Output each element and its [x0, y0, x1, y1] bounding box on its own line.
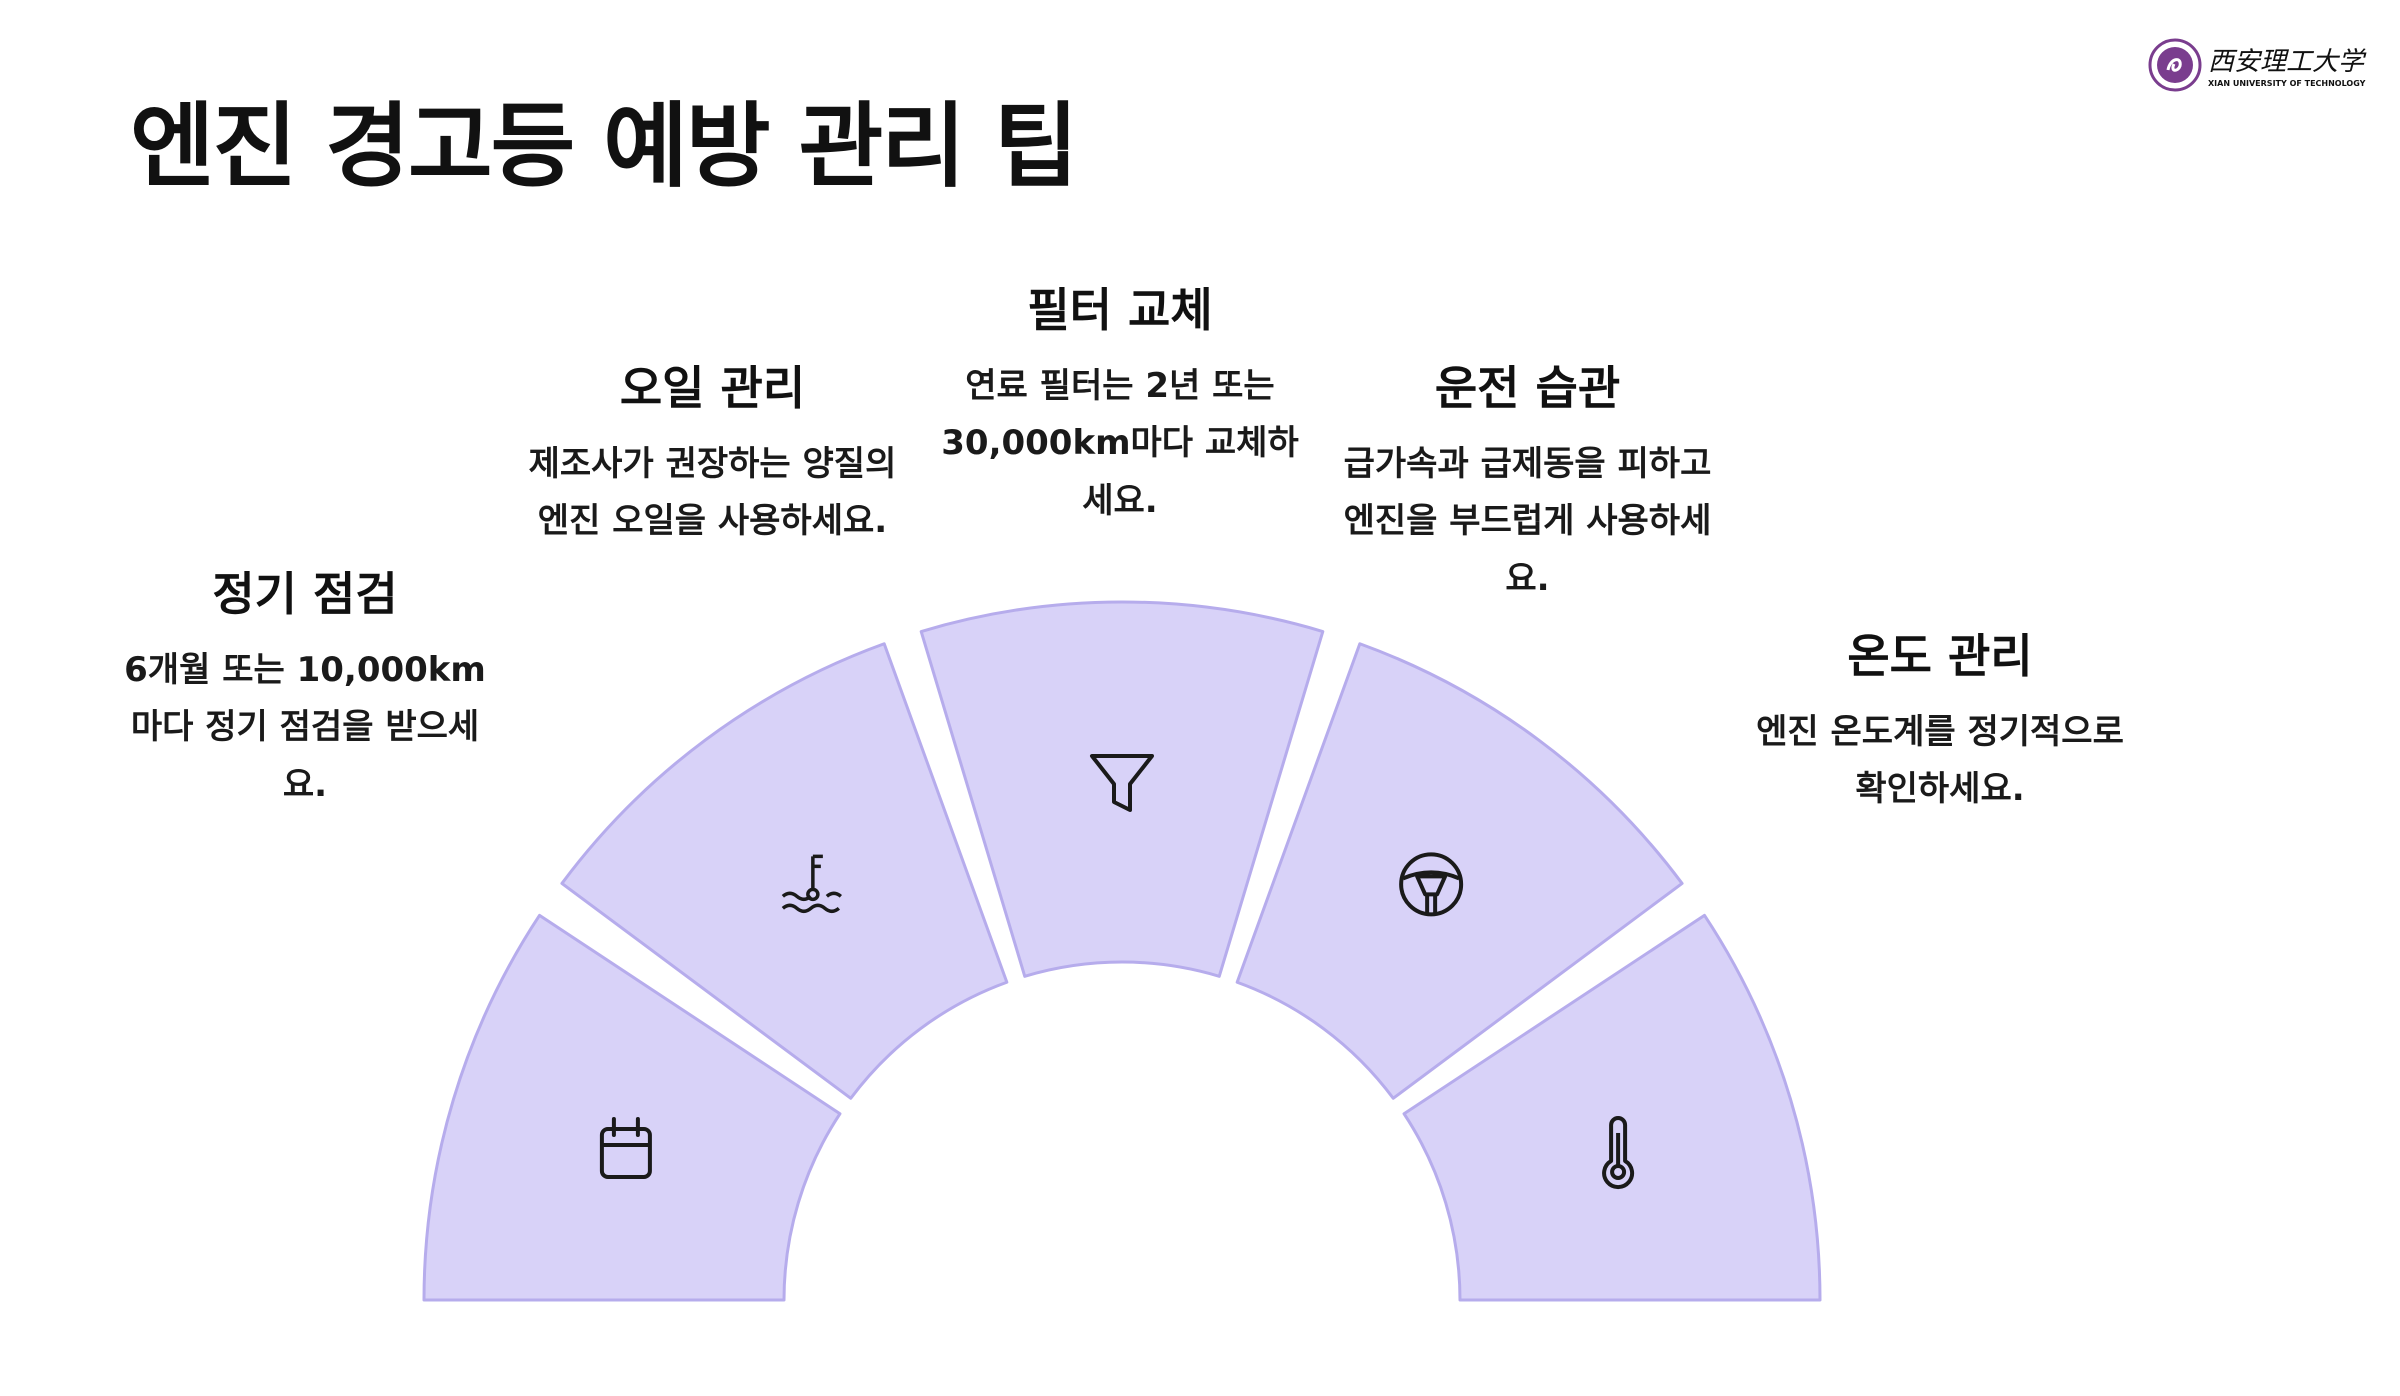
- logo-name-cn: 西安理工大学: [2208, 47, 2367, 77]
- tip-body: 연료 필터는 2년 또는 30,000km마다 교체하세요.: [941, 365, 1299, 522]
- tip-heading: 필터 교체: [1027, 283, 1213, 337]
- tip-oil-management: 오일 관리 제조사가 권장하는 양질의 엔진 오일을 사용하세요.: [525, 360, 900, 551]
- tip-body: 제조사가 권장하는 양질의 엔진 오일을 사용하세요.: [528, 443, 897, 542]
- tip-heading: 온도 관리: [1847, 629, 2033, 683]
- arc-segment-2: [560, 642, 1009, 1100]
- university-logo: 西安理工大学 XIAN UNIVERSITY OF TECHNOLOGY: [2148, 38, 2367, 92]
- logo-name-en: XIAN UNIVERSITY OF TECHNOLOGY: [2208, 79, 2366, 88]
- tip-body: 엔진 온도계를 정기적으로 확인하세요.: [1756, 711, 2124, 810]
- arc-segment-3: [919, 600, 1325, 978]
- tip-heading: 오일 관리: [619, 361, 806, 415]
- tip-regular-inspection: 정기 점검 6개월 또는 10,000km 마다 정기 점검을 받으세요.: [115, 566, 495, 815]
- filter-icon: [1090, 754, 1154, 812]
- oil-level-icon: [781, 854, 843, 914]
- tip-driving-habits: 운전 습관 급가속과 급제동을 피하고 엔진을 부드럽게 사용하세요.: [1340, 360, 1715, 609]
- steering-wheel-icon: [1399, 852, 1464, 917]
- tip-heading: 운전 습관: [1434, 361, 1621, 415]
- arc-segment-5: [1402, 913, 1822, 1302]
- tip-temperature-management: 온도 관리 엔진 온도계를 정기적으로 확인하세요.: [1750, 628, 2130, 819]
- tip-filter-replacement: 필터 교체 연료 필터는 2년 또는 30,000km마다 교체하세요.: [930, 282, 1310, 531]
- tip-body: 6개월 또는 10,000km 마다 정기 점검을 받으세요.: [124, 649, 486, 806]
- page-title: 엔진 경고등 예방 관리 팁: [130, 93, 1079, 200]
- thermometer-icon: [1602, 1115, 1635, 1190]
- calendar-icon: [599, 1116, 652, 1179]
- arc-segment-1: [422, 913, 842, 1302]
- tip-body: 급가속과 급제동을 피하고 엔진을 부드럽게 사용하세요.: [1343, 443, 1712, 600]
- tip-heading: 정기 점검: [212, 567, 398, 621]
